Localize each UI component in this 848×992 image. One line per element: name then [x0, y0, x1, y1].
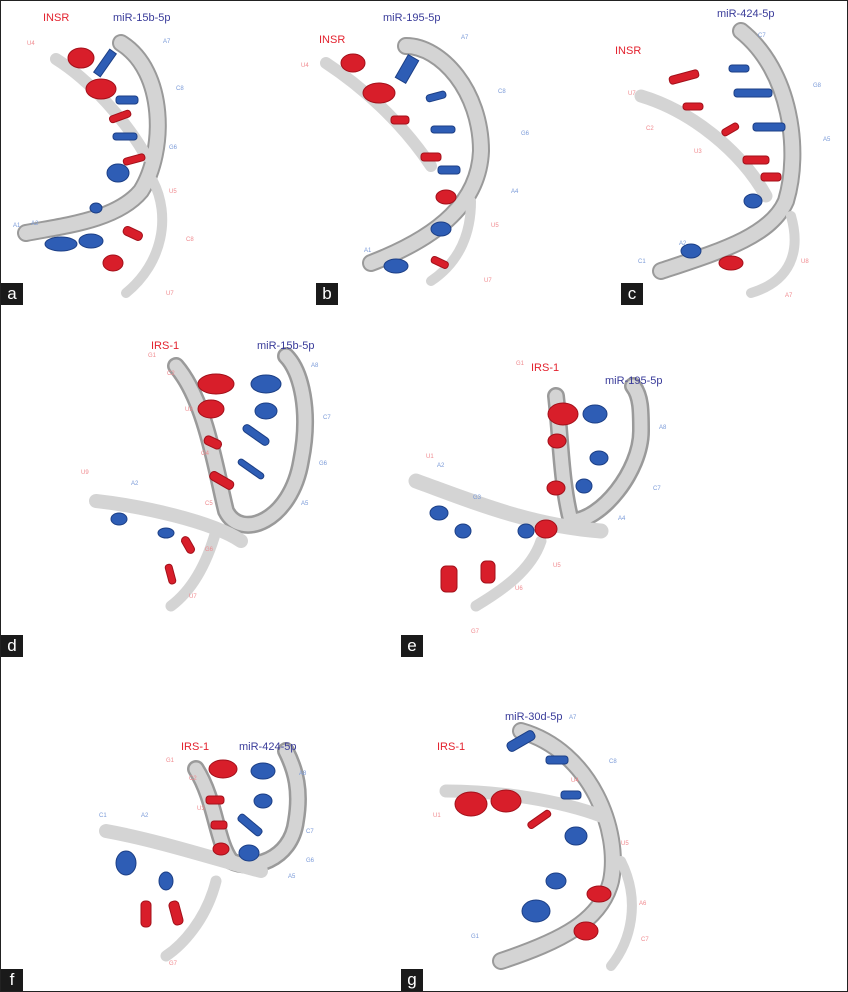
nucleotide-label: U4 [301, 63, 309, 69]
panel-b-target-label: INSR [319, 34, 346, 46]
panel-e-letter: e [401, 635, 423, 657]
nucleotide-label: G3 [473, 495, 482, 501]
panel-c-letter: c [621, 283, 643, 305]
panel-g-target-label: IRS-1 [437, 741, 466, 753]
nucleotide-label: U7 [484, 278, 492, 284]
panel-c-mirna-label: miR-424-5p [717, 8, 775, 20]
panel-a-target-label: INSR [43, 12, 70, 24]
nucleotide-label: U5 [553, 563, 561, 569]
nucleotide-label: C8 [498, 89, 506, 95]
panel-c-target-label: INSR [615, 45, 642, 57]
nucleotide-label: A7 [569, 715, 577, 721]
nucleotide-label: C7 [653, 486, 661, 492]
panel-g-structure [439, 722, 637, 971]
panel-e-mirna-label: miR-195-5p [605, 375, 663, 387]
panel-a-letter: a [1, 283, 23, 305]
panel-g-mirna-label: miR-30d-5p [505, 711, 563, 723]
panel-b-structure [320, 37, 491, 286]
nucleotide-label: A5 [301, 501, 309, 507]
panel-g-letter: g [401, 969, 423, 991]
nucleotide-label: U7 [628, 91, 636, 97]
nucleotide-label: A7 [163, 39, 171, 45]
nucleotide-label: G6 [205, 547, 214, 553]
panel-b-letter: b [316, 283, 338, 305]
panel-f-structure [99, 742, 307, 962]
nucleotide-label: G6 [169, 145, 178, 151]
nucleotide-label: A1 [13, 223, 21, 229]
nucleotide-label: U5 [169, 189, 177, 195]
nucleotide-label: C1 [99, 813, 107, 819]
panel-d-mirna-label: miR-15b-5p [257, 340, 315, 352]
nucleotide-label: G6 [319, 461, 328, 467]
nucleotide-label: U1 [426, 454, 434, 460]
panel-c-structure [634, 22, 802, 298]
nucleotide-label: U1 [433, 813, 441, 819]
nucleotide-label: C8 [186, 237, 194, 243]
nucleotide-label: U7 [189, 594, 197, 600]
nucleotide-label: A4 [618, 516, 626, 522]
nucleotide-label: C7 [323, 415, 331, 421]
panel-e-structure [408, 377, 651, 612]
nucleotide-label: G6 [306, 858, 315, 864]
nucleotide-label: A4 [511, 189, 519, 195]
panel-f-target-label: IRS-1 [181, 741, 210, 753]
panel-a-mirna-label: miR-15b-5p [113, 12, 171, 24]
nucleotide-label: C5 [205, 501, 213, 507]
nucleotide-label: G1 [471, 934, 480, 940]
nucleotide-label: A1 [364, 248, 372, 254]
panel-f-letter: f [1, 969, 23, 991]
nucleotide-label: C8 [609, 759, 617, 765]
nucleotide-label: A7 [785, 293, 793, 299]
nucleotide-label: G7 [471, 629, 480, 635]
nucleotide-label: U7 [166, 291, 174, 297]
panel-f-mirna-label: miR-424-5p [239, 741, 297, 753]
nucleotide-label: C2 [646, 126, 654, 132]
ribbon [19, 36, 165, 240]
nucleotide-label: U5 [621, 841, 629, 847]
panel-d-structure [89, 347, 315, 612]
nucleotide-label: A8 [299, 771, 307, 777]
nucleotide-label: C2 [189, 776, 197, 782]
nucleotide-label: G7 [169, 961, 178, 967]
nucleotide-label: U3 [185, 407, 193, 413]
panel-d-target-label: IRS-1 [151, 340, 180, 352]
nucleotide-label: U9 [81, 470, 89, 476]
nucleotide-label: U6 [515, 586, 523, 592]
nucleotide-label: A8 [311, 363, 319, 369]
nucleotide-label: A8 [659, 425, 667, 431]
panel-a-structure [17, 34, 168, 298]
nucleotide-label: C7 [641, 937, 649, 943]
nucleotide-label: G1 [148, 353, 157, 359]
nucleotide-label: G1 [166, 758, 175, 764]
nucleotide-label: C8 [176, 86, 184, 92]
nucleotide-label: U3 [694, 149, 702, 155]
nucleotide-label: A7 [461, 35, 469, 41]
panel-d-letter: d [1, 635, 23, 657]
nucleotide-label: U3 [197, 806, 205, 812]
nucleotide-label: G8 [813, 83, 822, 89]
panel-b-mirna-label: miR-195-5p [383, 12, 441, 24]
nucleotide-label: A6 [639, 901, 647, 907]
nucleotide-label: G1 [516, 361, 525, 367]
nucleotide-label: U4 [571, 778, 579, 784]
nucleotide-label: G6 [521, 131, 530, 137]
nucleotide-label: A5 [288, 874, 296, 880]
nucleotide-label: U8 [801, 259, 809, 265]
panel-e-target-label: IRS-1 [531, 362, 560, 374]
nucleotide-label: C7 [758, 33, 766, 39]
nucleotide-label: U4 [27, 41, 35, 47]
nucleotide-label: C7 [306, 829, 314, 835]
nucleotide-label: A2 [31, 221, 39, 227]
nucleotide-label: A5 [823, 137, 831, 143]
nucleotide-label: G4 [201, 451, 210, 457]
nucleotide-label: A2 [141, 813, 149, 819]
nucleotide-label: A2 [437, 463, 445, 469]
nucleotide-label: C2 [167, 371, 175, 377]
nucleotide-label: A2 [679, 241, 687, 247]
nucleotide-label: C1 [638, 259, 646, 265]
nucleotide-label: A2 [131, 481, 139, 487]
nucleotide-label: U5 [491, 223, 499, 229]
